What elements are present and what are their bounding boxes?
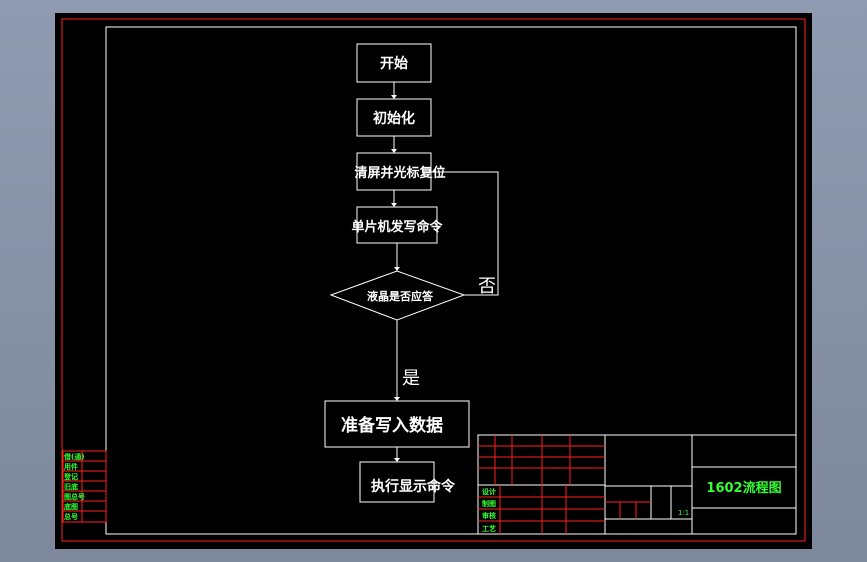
title-row-label: 设计 bbox=[482, 487, 496, 496]
scale-value: 1:1 bbox=[678, 509, 689, 517]
yes-branch-label: 是 bbox=[402, 368, 420, 389]
prepare-write-box bbox=[324, 400, 470, 448]
decision-label: 液晶是否应答 bbox=[367, 289, 434, 303]
no-branch-label: 否 bbox=[478, 276, 496, 297]
title-row-label: 制图 bbox=[482, 499, 496, 508]
side-stamp-label: 图总号 bbox=[64, 492, 85, 501]
clear-box bbox=[356, 152, 432, 191]
side-stamp-label: 用件 bbox=[64, 462, 78, 471]
title-block: 设计 制图 审核 工艺 1:1 1602流程图 bbox=[477, 434, 797, 535]
flowchart-arrowheads bbox=[391, 95, 400, 462]
start-box bbox=[356, 43, 432, 83]
side-stamp-label: 借(通) bbox=[63, 452, 84, 461]
side-stamp-label: 总号 bbox=[64, 512, 78, 521]
send-write-box bbox=[356, 206, 438, 244]
inner-white-frame bbox=[105, 26, 797, 535]
side-stamp-grid bbox=[62, 450, 107, 523]
init-box bbox=[356, 98, 432, 137]
drawing-title: 1602流程图 bbox=[706, 480, 781, 496]
drawing-sheet bbox=[55, 13, 812, 549]
side-stamp-label: 旧底 bbox=[64, 482, 78, 491]
init-label: 初始化 bbox=[373, 110, 415, 127]
title-row-label: 工艺 bbox=[482, 524, 496, 533]
side-stamp-label: 登记 bbox=[63, 472, 78, 481]
decision-diamond bbox=[329, 270, 466, 321]
execute-display-box bbox=[359, 461, 435, 503]
side-stamp-label: 底图 bbox=[64, 502, 78, 511]
clear-label: 清屏并光标复位 bbox=[354, 165, 445, 181]
side-stamp-labels: 借(通) 用件 登记 旧底 图总号 底图 总号 bbox=[63, 452, 85, 521]
prepare-write-label: 准备写入数据 bbox=[341, 415, 443, 436]
outer-red-frame bbox=[61, 18, 806, 542]
execute-display-label: 执行显示命令 bbox=[371, 478, 456, 495]
title-row-label: 审核 bbox=[482, 511, 496, 520]
send-write-label: 单片机发写命令 bbox=[351, 219, 443, 235]
start-label: 开始 bbox=[380, 55, 408, 72]
